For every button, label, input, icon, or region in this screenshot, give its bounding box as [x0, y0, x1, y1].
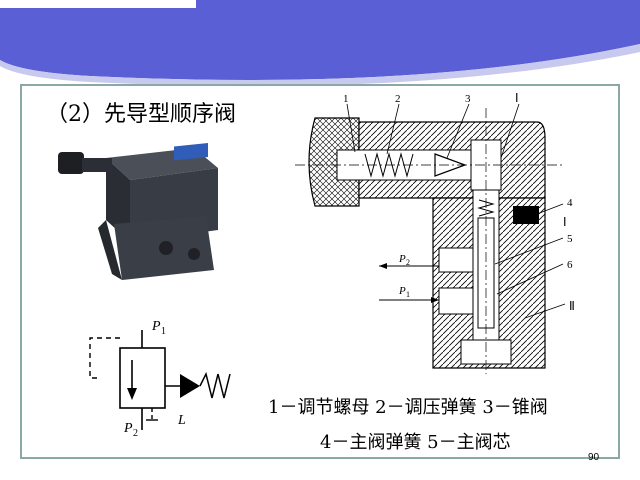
port-p1-sub: 1	[406, 290, 410, 299]
callout-2: 2	[395, 93, 401, 105]
callout-4: 4	[567, 197, 573, 209]
callout-II: Ⅱ	[569, 299, 575, 313]
callout-1: 1	[343, 93, 349, 105]
hydraulic-symbol: P 1 P 2 L	[89, 319, 231, 439]
slide-title: （2）先导型顺序阀	[46, 102, 236, 127]
symbol-inlet-sub: 1	[161, 326, 166, 337]
section-drawing: 1 2 3 Ⅰ 4 Ⅰ 5 6 Ⅱ P 2 P 1	[295, 91, 575, 374]
page-number: 90	[588, 452, 600, 463]
symbol-drain-label: L	[177, 413, 186, 428]
callout-6: 6	[567, 259, 573, 271]
callout-I-top: Ⅰ	[515, 91, 519, 105]
callout-I-mid: Ⅰ	[563, 215, 567, 229]
port-p1-label: P	[398, 285, 406, 297]
content-frame	[20, 84, 620, 459]
port-p2-sub: 2	[406, 258, 410, 267]
symbol-outlet-label: P	[123, 421, 133, 436]
symbol-outlet-sub: 2	[133, 428, 138, 439]
legend-line-2: 4－主阀弹簧 5－主阀芯	[320, 432, 511, 453]
symbol-inlet-label: P	[151, 319, 161, 334]
callout-5: 5	[567, 233, 573, 245]
valve-photo	[58, 142, 218, 280]
header-band	[0, 0, 640, 87]
legend-line-1: 1－调节螺母 2－调压弹簧 3－锥阀	[268, 397, 548, 418]
port-p2-label: P	[398, 253, 406, 265]
callout-3: 3	[465, 93, 471, 105]
